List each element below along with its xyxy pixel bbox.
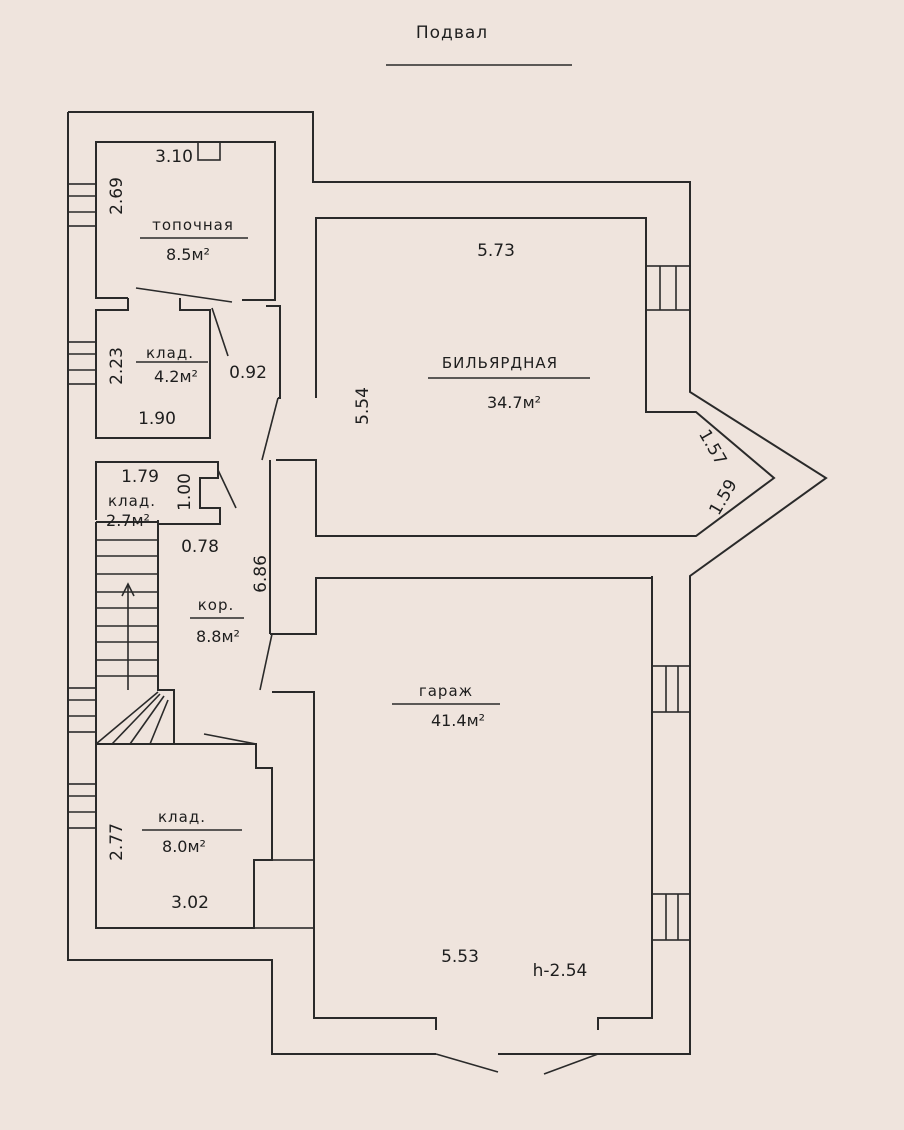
pantry-small-wall xyxy=(95,461,221,525)
dim-boiler-depth: 2.69 xyxy=(107,177,127,215)
billiard-name: БИЛЬЯРДНАЯ xyxy=(442,354,558,372)
outer-wall-lower-left xyxy=(67,112,436,1055)
dim-bay-side-bottom: 1.59 xyxy=(706,476,742,519)
pantry-top-wall xyxy=(95,298,211,439)
plan-title: Подвал xyxy=(416,23,488,43)
boiler-room-area: 8.5м² xyxy=(166,245,210,264)
dim-passage-width: 0.92 xyxy=(229,363,267,383)
dim-garage-width: 5.53 xyxy=(441,947,479,967)
corridor-name: кор. xyxy=(198,596,235,614)
window-boiler xyxy=(67,183,97,227)
garage-name: гараж xyxy=(419,682,473,700)
dim-boiler-width: 3.10 xyxy=(155,147,193,167)
window-pantry-top xyxy=(67,341,97,385)
billiard-window xyxy=(645,265,691,311)
billiard-wall xyxy=(276,217,776,537)
dim-pantry-top-width: 1.90 xyxy=(138,409,176,429)
garage-door-left xyxy=(435,1053,499,1073)
window-stairs xyxy=(67,687,97,733)
staircase xyxy=(95,521,175,745)
passage-door xyxy=(261,397,279,461)
pantry-bottom-niche xyxy=(253,859,315,929)
pantry-bottom-area: 8.0м² xyxy=(162,837,206,856)
ceiling-height: h-2.54 xyxy=(533,961,588,981)
passage-wall-right xyxy=(266,305,281,399)
dim-pantry-bottom-width: 3.02 xyxy=(171,893,209,913)
pantry-small-area: 2.7м² xyxy=(106,511,150,530)
pantry-bottom-door xyxy=(203,733,257,745)
dim-billiard-width: 5.73 xyxy=(477,241,515,261)
dim-pantry-small-depth: 1.00 xyxy=(175,473,195,511)
garage-door-right xyxy=(543,1053,599,1075)
garage-wall xyxy=(272,691,437,1030)
boiler-door xyxy=(135,287,233,303)
pantry-top-area: 4.2м² xyxy=(154,367,198,386)
billiard-area: 34.7м² xyxy=(487,393,541,412)
dim-pantry-bottom-depth: 2.77 xyxy=(107,823,127,861)
corridor-door xyxy=(259,633,273,691)
dim-step-width: 0.78 xyxy=(181,537,219,557)
garage-window-upper xyxy=(651,665,691,713)
boiler-chimney xyxy=(197,141,221,161)
pantry-top-door xyxy=(211,307,229,357)
pantry-small-door xyxy=(217,469,237,509)
dim-bay-side-top: 1.57 xyxy=(694,426,730,469)
boiler-room-name: топочная xyxy=(152,216,234,234)
garage-wall-right xyxy=(597,578,653,1030)
dim-billiard-depth: 5.54 xyxy=(353,387,373,425)
dim-pantry-small-width: 1.79 xyxy=(121,467,159,487)
corridor-wall-right xyxy=(270,576,653,635)
window-pantry-bottom xyxy=(67,783,97,829)
pantry-bottom-name: клад. xyxy=(158,808,206,826)
dim-corridor-length: 6.86 xyxy=(251,555,271,593)
pantry-small-name: клад. xyxy=(108,492,156,510)
dim-pantry-top-depth: 2.23 xyxy=(107,347,127,385)
garage-window-lower xyxy=(651,893,691,941)
corridor-area: 8.8м² xyxy=(196,627,240,646)
pantry-top-name: клад. xyxy=(146,344,194,362)
boiler-room-wall xyxy=(95,141,276,301)
garage-area: 41.4м² xyxy=(431,711,485,730)
